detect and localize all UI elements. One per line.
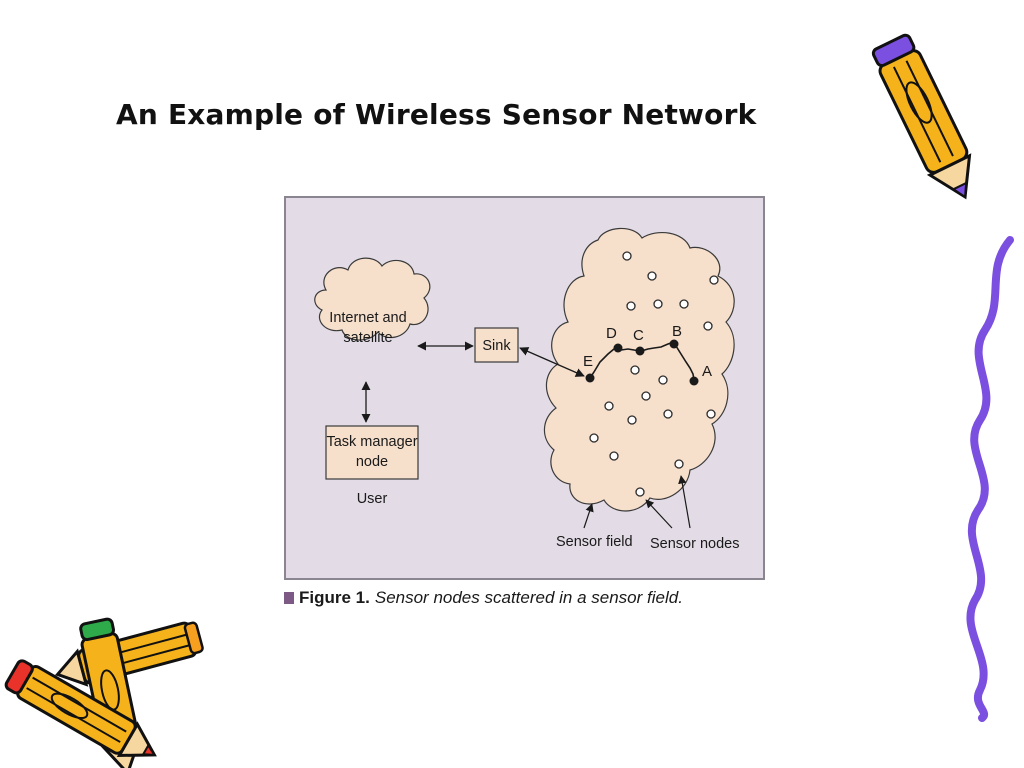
sensor-node <box>647 271 657 281</box>
sink-label: Sink <box>482 338 511 354</box>
sensor-node <box>653 299 663 309</box>
task-manager-label-line2: node <box>356 454 388 470</box>
caption-text: Sensor nodes scattered in a sensor field… <box>374 588 683 607</box>
internet-label-line1: Internet and <box>329 310 406 326</box>
sensor-node <box>709 275 719 285</box>
internet-cloud <box>314 257 431 341</box>
sensor-node <box>589 433 599 443</box>
arrow-sensor-node-1 <box>645 499 673 529</box>
path-node-a <box>689 376 699 386</box>
path-node-c <box>635 346 645 356</box>
path-node-d <box>613 343 623 353</box>
sensor-node <box>627 415 637 425</box>
sensor-node <box>641 391 651 401</box>
caption-label: Figure 1. <box>299 588 370 607</box>
task-manager-label-line1: Task manager <box>326 434 417 450</box>
node-label-c: C <box>633 327 644 344</box>
path-node-e <box>585 373 595 383</box>
sensor-node <box>609 451 619 461</box>
node-label-a: A <box>702 363 712 380</box>
sensor-node <box>679 299 689 309</box>
caption-marker <box>284 592 294 604</box>
internet-label-line2: satellite <box>343 330 392 346</box>
figure-diagram: Internet and satellite Sink Task manager… <box>284 196 765 580</box>
sensor-field-label: Sensor field <box>556 534 633 550</box>
figure-caption: Figure 1.Sensor nodes scattered in a sen… <box>284 588 683 608</box>
sensor-node <box>703 321 713 331</box>
arrow-sink-field <box>519 347 585 377</box>
sensor-node <box>630 365 640 375</box>
user-label: User <box>357 491 388 507</box>
sensor-node <box>706 409 716 419</box>
sensor-node <box>622 251 632 261</box>
sensor-nodes-label: Sensor nodes <box>650 536 739 552</box>
arrow-sensor-node-2 <box>678 475 691 529</box>
task-manager-box <box>325 425 419 480</box>
multihop-path <box>589 341 695 381</box>
sensor-node <box>674 459 684 469</box>
node-label-e: E <box>583 353 593 370</box>
arrow-sensor-field <box>583 503 594 529</box>
sink-box <box>474 327 519 363</box>
network-diagram-svg: Internet and satellite Sink Task manager… <box>314 227 739 552</box>
path-node-b <box>669 339 679 349</box>
sensor-node <box>658 375 668 385</box>
path-nodes <box>585 339 699 386</box>
sensor-nodes <box>589 251 719 497</box>
node-label-d: D <box>606 325 617 342</box>
sensor-node <box>604 401 614 411</box>
sensor-node <box>663 409 673 419</box>
slide-title: An Example of Wireless Sensor Network <box>116 98 757 131</box>
sensor-node <box>626 301 636 311</box>
node-label-b: B <box>672 323 682 340</box>
sensor-node <box>635 487 645 497</box>
